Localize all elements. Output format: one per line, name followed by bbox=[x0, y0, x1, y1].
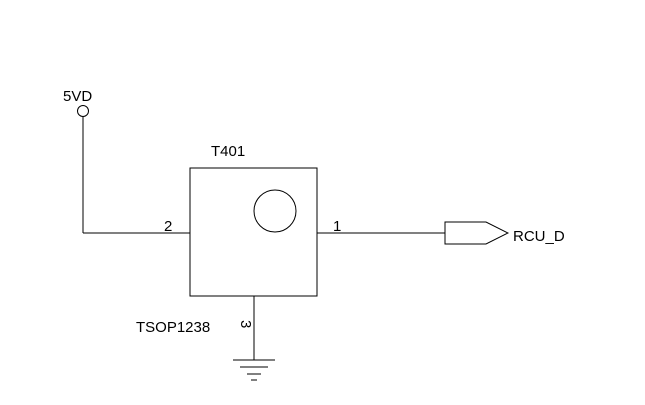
ic-part-number: TSOP1238 bbox=[136, 319, 210, 336]
output-port-arrow bbox=[444, 221, 510, 245]
ground-icon bbox=[233, 359, 275, 381]
pin1-number: 1 bbox=[333, 218, 341, 235]
ic-refdes: T401 bbox=[211, 143, 245, 160]
power-terminal-circle bbox=[77, 105, 89, 117]
power-label: 5VD bbox=[63, 88, 92, 105]
pin3-number: 3 bbox=[237, 320, 254, 328]
output-port-label: RCU_D bbox=[513, 228, 565, 245]
ic-body bbox=[189, 167, 318, 297]
ic-sensor-lens bbox=[253, 189, 297, 233]
pin2-number: 2 bbox=[164, 218, 172, 235]
